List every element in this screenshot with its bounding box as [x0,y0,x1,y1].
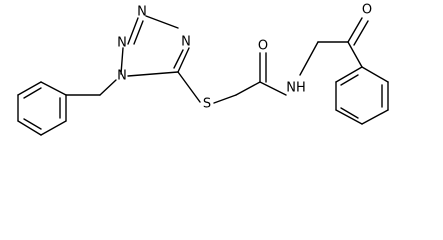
atom-sulfur: S [203,97,211,112]
benzoyl-phenyl-ring [335,66,389,125]
atom-amide-oxygen: O [258,39,268,54]
atom-n-right: N [181,35,191,50]
molecule-drawing: N N N N S O NH O [17,3,389,136]
atom-n-lower-left: N [117,69,127,84]
atom-amide-nh: NH [286,81,306,96]
ketone-chain [299,17,369,76]
benzyl-phenyl-ring [17,81,67,136]
thioether-chain [177,71,261,104]
amide-carbonyl [259,52,287,96]
structure-diagram: N N N N S O NH O [17,3,389,136]
atom-n-upper-left: N [117,36,127,51]
atom-n-top: N [137,5,147,20]
benzyl-ch2-bonds [65,79,117,96]
atom-ketone-oxygen: O [362,3,372,18]
tetrazole-ring [120,15,190,77]
